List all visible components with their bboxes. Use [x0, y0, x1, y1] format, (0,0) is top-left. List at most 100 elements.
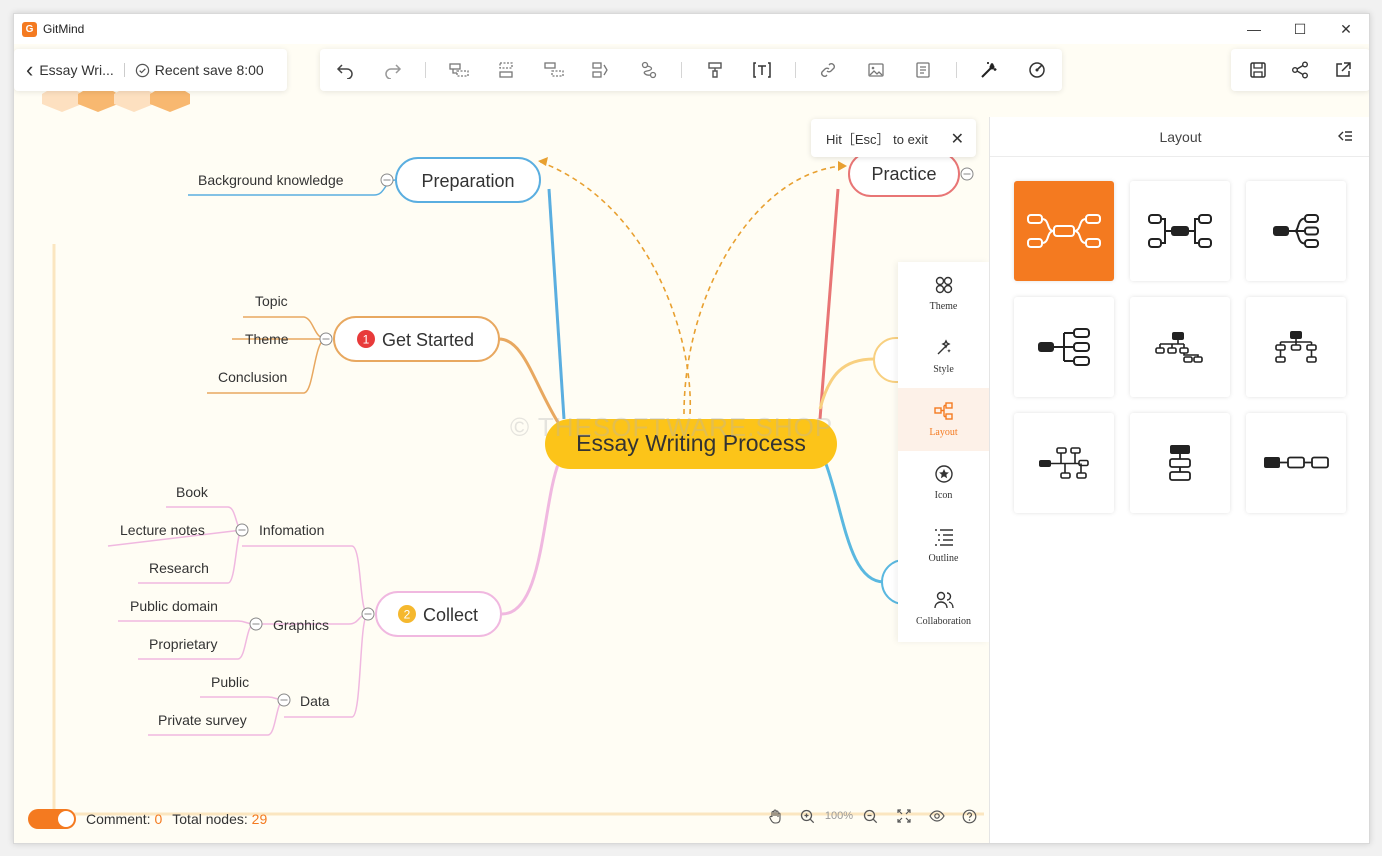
- back-button[interactable]: ‹: [26, 57, 34, 82]
- side-item-collaboration[interactable]: Collaboration: [898, 577, 989, 640]
- pan-hand-button[interactable]: [758, 808, 791, 824]
- node-topic[interactable]: Topic: [255, 293, 288, 309]
- insert-note-button[interactable]: [908, 55, 938, 85]
- minimize-button[interactable]: —: [1247, 21, 1261, 37]
- node-proprietary[interactable]: Proprietary: [149, 636, 217, 652]
- side-item-theme-label: Theme: [929, 301, 958, 312]
- node-book[interactable]: Book: [176, 484, 209, 500]
- separator: [681, 62, 683, 78]
- relation-arrowhead: [838, 161, 847, 171]
- layout-fishbone-icon: [1039, 447, 1089, 479]
- layout-option-logic-both[interactable]: [1130, 181, 1230, 281]
- summary-button[interactable]: [586, 55, 616, 85]
- add-parent-node-button[interactable]: [539, 55, 569, 85]
- separator: [123, 63, 125, 77]
- redo-icon: [384, 64, 401, 79]
- node-preparation[interactable]: [395, 157, 541, 203]
- layout-option-vertical[interactable]: [1130, 413, 1230, 513]
- node-theme[interactable]: Theme: [245, 331, 289, 347]
- zoom-in-button[interactable]: [791, 809, 824, 824]
- add-child-node-button[interactable]: [444, 55, 474, 85]
- pitch-mode-button[interactable]: [1022, 55, 1052, 85]
- help-button[interactable]: [953, 809, 986, 824]
- note-icon: [916, 62, 930, 78]
- add-child-node-icon: [448, 63, 469, 77]
- node-get-started[interactable]: [333, 316, 500, 362]
- toggle-knob: [58, 811, 74, 827]
- layout-option-logic-right[interactable]: [1014, 297, 1114, 397]
- node-collect[interactable]: [375, 591, 502, 637]
- text-style-button[interactable]: [747, 55, 777, 85]
- add-sibling-node-button[interactable]: [491, 55, 521, 85]
- node-infomation[interactable]: Infomation: [259, 522, 324, 538]
- eye-icon: [928, 810, 945, 822]
- preview-button[interactable]: [920, 810, 953, 822]
- save-check-icon: [135, 63, 150, 78]
- side-item-style[interactable]: Style: [898, 325, 989, 388]
- app-name: GitMind: [43, 22, 85, 36]
- maximize-button[interactable]: ☐: [1293, 20, 1307, 37]
- close-window-button[interactable]: ✕: [1340, 20, 1352, 37]
- node-public-domain[interactable]: Public domain: [130, 598, 218, 614]
- format-painter-button[interactable]: [700, 55, 730, 85]
- redo-button[interactable]: [378, 55, 408, 85]
- node-root-label: Essay Writing Process: [576, 430, 806, 456]
- side-item-layout-label: Layout: [929, 427, 958, 438]
- export-icon: [1336, 62, 1351, 77]
- separator: [425, 62, 427, 78]
- side-item-theme[interactable]: Theme: [898, 262, 989, 325]
- relation-line-preparation[interactable]: [537, 160, 692, 415]
- node-research[interactable]: Research: [149, 560, 209, 576]
- priority-badge-2-label: 2: [404, 608, 411, 622]
- relation-arrowhead: [538, 157, 548, 166]
- node-get-started-label: Get Started: [382, 330, 474, 350]
- node-root[interactable]: [545, 419, 837, 469]
- side-item-outline[interactable]: Outline: [898, 514, 989, 577]
- node-private-survey[interactable]: Private survey: [158, 712, 247, 728]
- layout-option-mind-map[interactable]: [1014, 181, 1114, 281]
- summary-icon: [592, 62, 608, 78]
- insert-link-button[interactable]: [813, 55, 843, 85]
- node-public[interactable]: Public: [211, 674, 249, 690]
- share-button[interactable]: [1285, 55, 1315, 85]
- layout-horizontal-icon: [1264, 456, 1329, 469]
- relation-line-icon: [641, 61, 656, 79]
- zoom-out-button[interactable]: [854, 809, 887, 824]
- layout-option-timeline[interactable]: [1014, 413, 1114, 513]
- relation-line-button[interactable]: [634, 55, 664, 85]
- save-button[interactable]: [1243, 55, 1273, 85]
- layout-option-right[interactable]: [1246, 181, 1346, 281]
- layout-option-org-chart[interactable]: [1246, 297, 1346, 397]
- comment-toggle[interactable]: [28, 809, 76, 829]
- node-conclusion[interactable]: Conclusion: [218, 369, 287, 385]
- insert-image-button[interactable]: [861, 55, 891, 85]
- layout-option-org-chart-down[interactable]: [1130, 297, 1230, 397]
- node-lecture-notes[interactable]: Lecture notes: [120, 522, 205, 538]
- save-icon: [1250, 62, 1266, 78]
- document-title[interactable]: Essay Wri...: [39, 62, 114, 78]
- side-item-outline-label: Outline: [928, 553, 959, 564]
- format-painter-icon: [707, 62, 722, 78]
- layout-option-horizontal[interactable]: [1246, 413, 1346, 513]
- fit-screen-button[interactable]: [887, 809, 920, 823]
- magic-button[interactable]: [974, 55, 1004, 85]
- magic-wand-icon: [981, 62, 997, 78]
- esc-tip-close-button[interactable]: ✕: [950, 131, 964, 148]
- undo-button[interactable]: [330, 55, 360, 85]
- node-graphics[interactable]: Graphics: [273, 617, 329, 633]
- layout-right-icon: [1273, 214, 1319, 248]
- link-icon: [821, 63, 836, 77]
- esc-tip-text: Hit［Esc］ to exit: [826, 131, 928, 147]
- relation-line-practice[interactable]: [683, 165, 843, 415]
- side-item-layout[interactable]: Layout: [898, 388, 989, 451]
- node-data[interactable]: Data: [300, 693, 330, 709]
- node-background-knowledge[interactable]: Background knowledge: [198, 172, 344, 188]
- export-button[interactable]: [1328, 55, 1358, 85]
- fit-screen-icon: [896, 809, 911, 823]
- layout-icon: [933, 402, 953, 420]
- share-icon: [1292, 61, 1309, 79]
- document-bar: ‹ Essay Wri... Recent save 8:00: [14, 49, 287, 91]
- priority-badge-1-label: 1: [363, 333, 370, 347]
- side-item-icon[interactable]: Icon: [898, 451, 989, 514]
- collapse-panel-button[interactable]: [1337, 129, 1353, 146]
